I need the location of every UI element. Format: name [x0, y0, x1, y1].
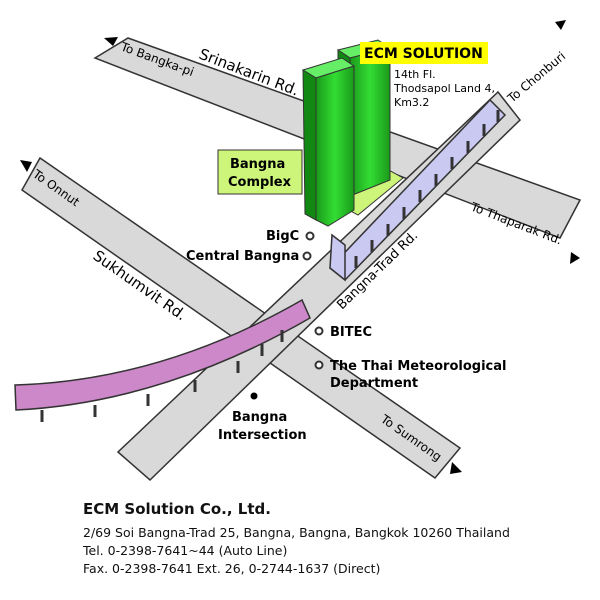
svg-text:The Thai Meteorological: The Thai Meteorological Department — [330, 359, 511, 391]
bangna-complex-label: Bangna Complex — [228, 157, 292, 190]
svg-text:Bangna Intersection: Bangna Intersection — [218, 410, 307, 443]
landmark-central-bangna: Central Bangna — [186, 249, 312, 264]
arrow-icon — [450, 462, 462, 474]
company-address: 2/69 Soi Bangna-Trad 25, Bangna, Bangna,… — [83, 525, 510, 540]
company-info: ECM Solution Co., Ltd. 2/69 Soi Bangna-T… — [83, 500, 593, 578]
bangna-complex-label-box — [217, 149, 303, 195]
ecm-label-box — [360, 42, 488, 64]
svg-text:BigC: BigC — [266, 229, 299, 244]
ecm-tower-front — [301, 57, 356, 227]
poi-marker-icon — [314, 360, 324, 370]
landmark-bitec: BITEC — [314, 325, 372, 340]
svg-text:Central Bangna: Central Bangna — [186, 249, 299, 264]
intersection-marker-icon — [250, 392, 258, 400]
arrow-icon — [570, 252, 580, 264]
company-name: ECM Solution Co., Ltd. — [83, 500, 271, 518]
poi-marker-icon — [302, 251, 312, 261]
direction-chonburi: To Chonburi — [504, 20, 568, 106]
expressway-purple — [14, 298, 311, 422]
poi-marker-icon — [305, 231, 315, 241]
location-map: ECM SOLUTION 14th Fl. Thodsapol Land 4, … — [14, 20, 582, 482]
landmark-bigc: BigC — [266, 229, 315, 244]
poi-marker-icon — [314, 326, 324, 336]
arrow-icon — [104, 37, 118, 46]
ecm-address: 14th Fl. Thodsapol Land 4, Km3.2 — [393, 68, 498, 109]
svg-text:To Chonburi: To Chonburi — [504, 49, 568, 106]
svg-text:BITEC: BITEC — [330, 325, 372, 340]
arrow-icon — [20, 160, 32, 172]
expressway-bangna — [328, 98, 507, 282]
landmark-tmd: The Thai Meteorological Department — [314, 359, 511, 391]
road-sukhumvit — [21, 156, 462, 480]
ecm-label: ECM SOLUTION — [364, 46, 483, 62]
arrow-icon — [555, 20, 566, 30]
company-tel: Tel. 0-2398-7641~44 (Auto Line) — [83, 543, 288, 558]
landmark-bangna-intersection: Bangna Intersection — [218, 392, 307, 443]
company-fax: Fax. 0-2398-7641 Ext. 26, 0-2744-1637 (D… — [83, 561, 381, 576]
